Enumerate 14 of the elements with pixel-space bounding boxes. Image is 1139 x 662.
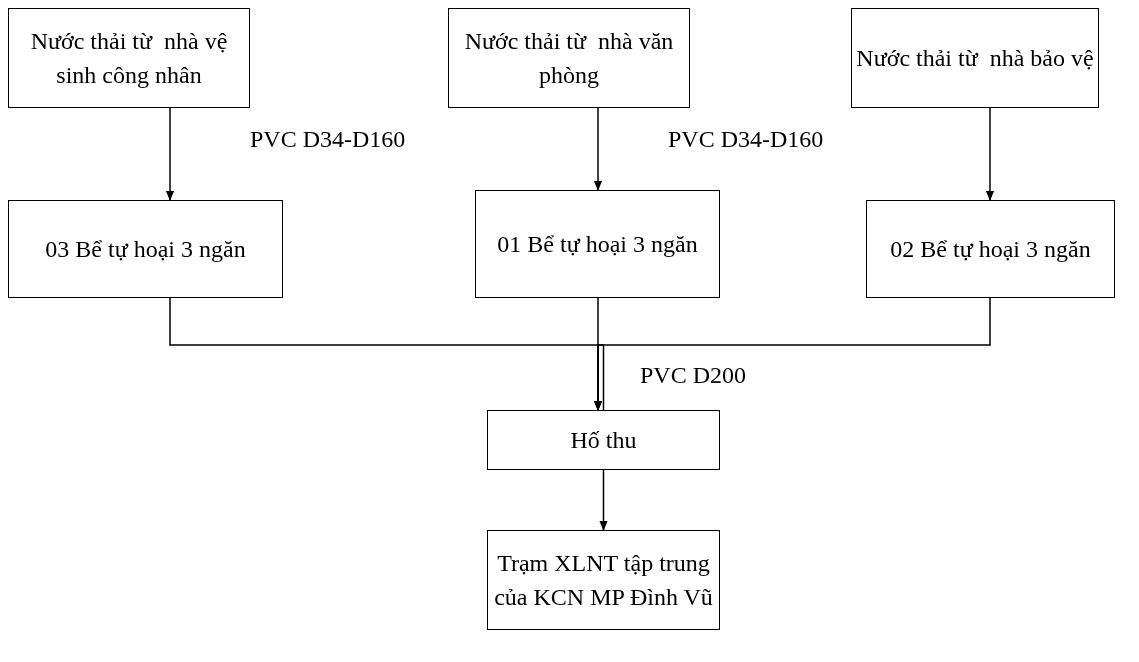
arrow [986, 107, 994, 201]
pipe-label: PVC D34-D160 [668, 125, 824, 154]
pipe-label: PVC D200 [640, 361, 747, 390]
process-box: Trạm XLNT tập trung của KCN MP Đình Vũ [487, 530, 720, 630]
process-box: Nước thải từ nhà vệ sinh công nhân [8, 8, 250, 108]
process-box: Hố thu [487, 410, 720, 470]
process-box: 02 Bể tự hoại 3 ngăn [866, 200, 1115, 298]
arrow [594, 107, 602, 191]
pipe-label: PVC D34-D160 [250, 125, 406, 154]
process-box: Nước thải từ nhà văn phòng [448, 8, 690, 108]
process-box: 01 Bể tự hoại 3 ngăn [475, 190, 720, 298]
process-box: Nước thải từ nhà bảo vệ [851, 8, 1099, 108]
process-box: 03 Bể tự hoại 3 ngăn [8, 200, 283, 298]
arrow [166, 107, 174, 201]
